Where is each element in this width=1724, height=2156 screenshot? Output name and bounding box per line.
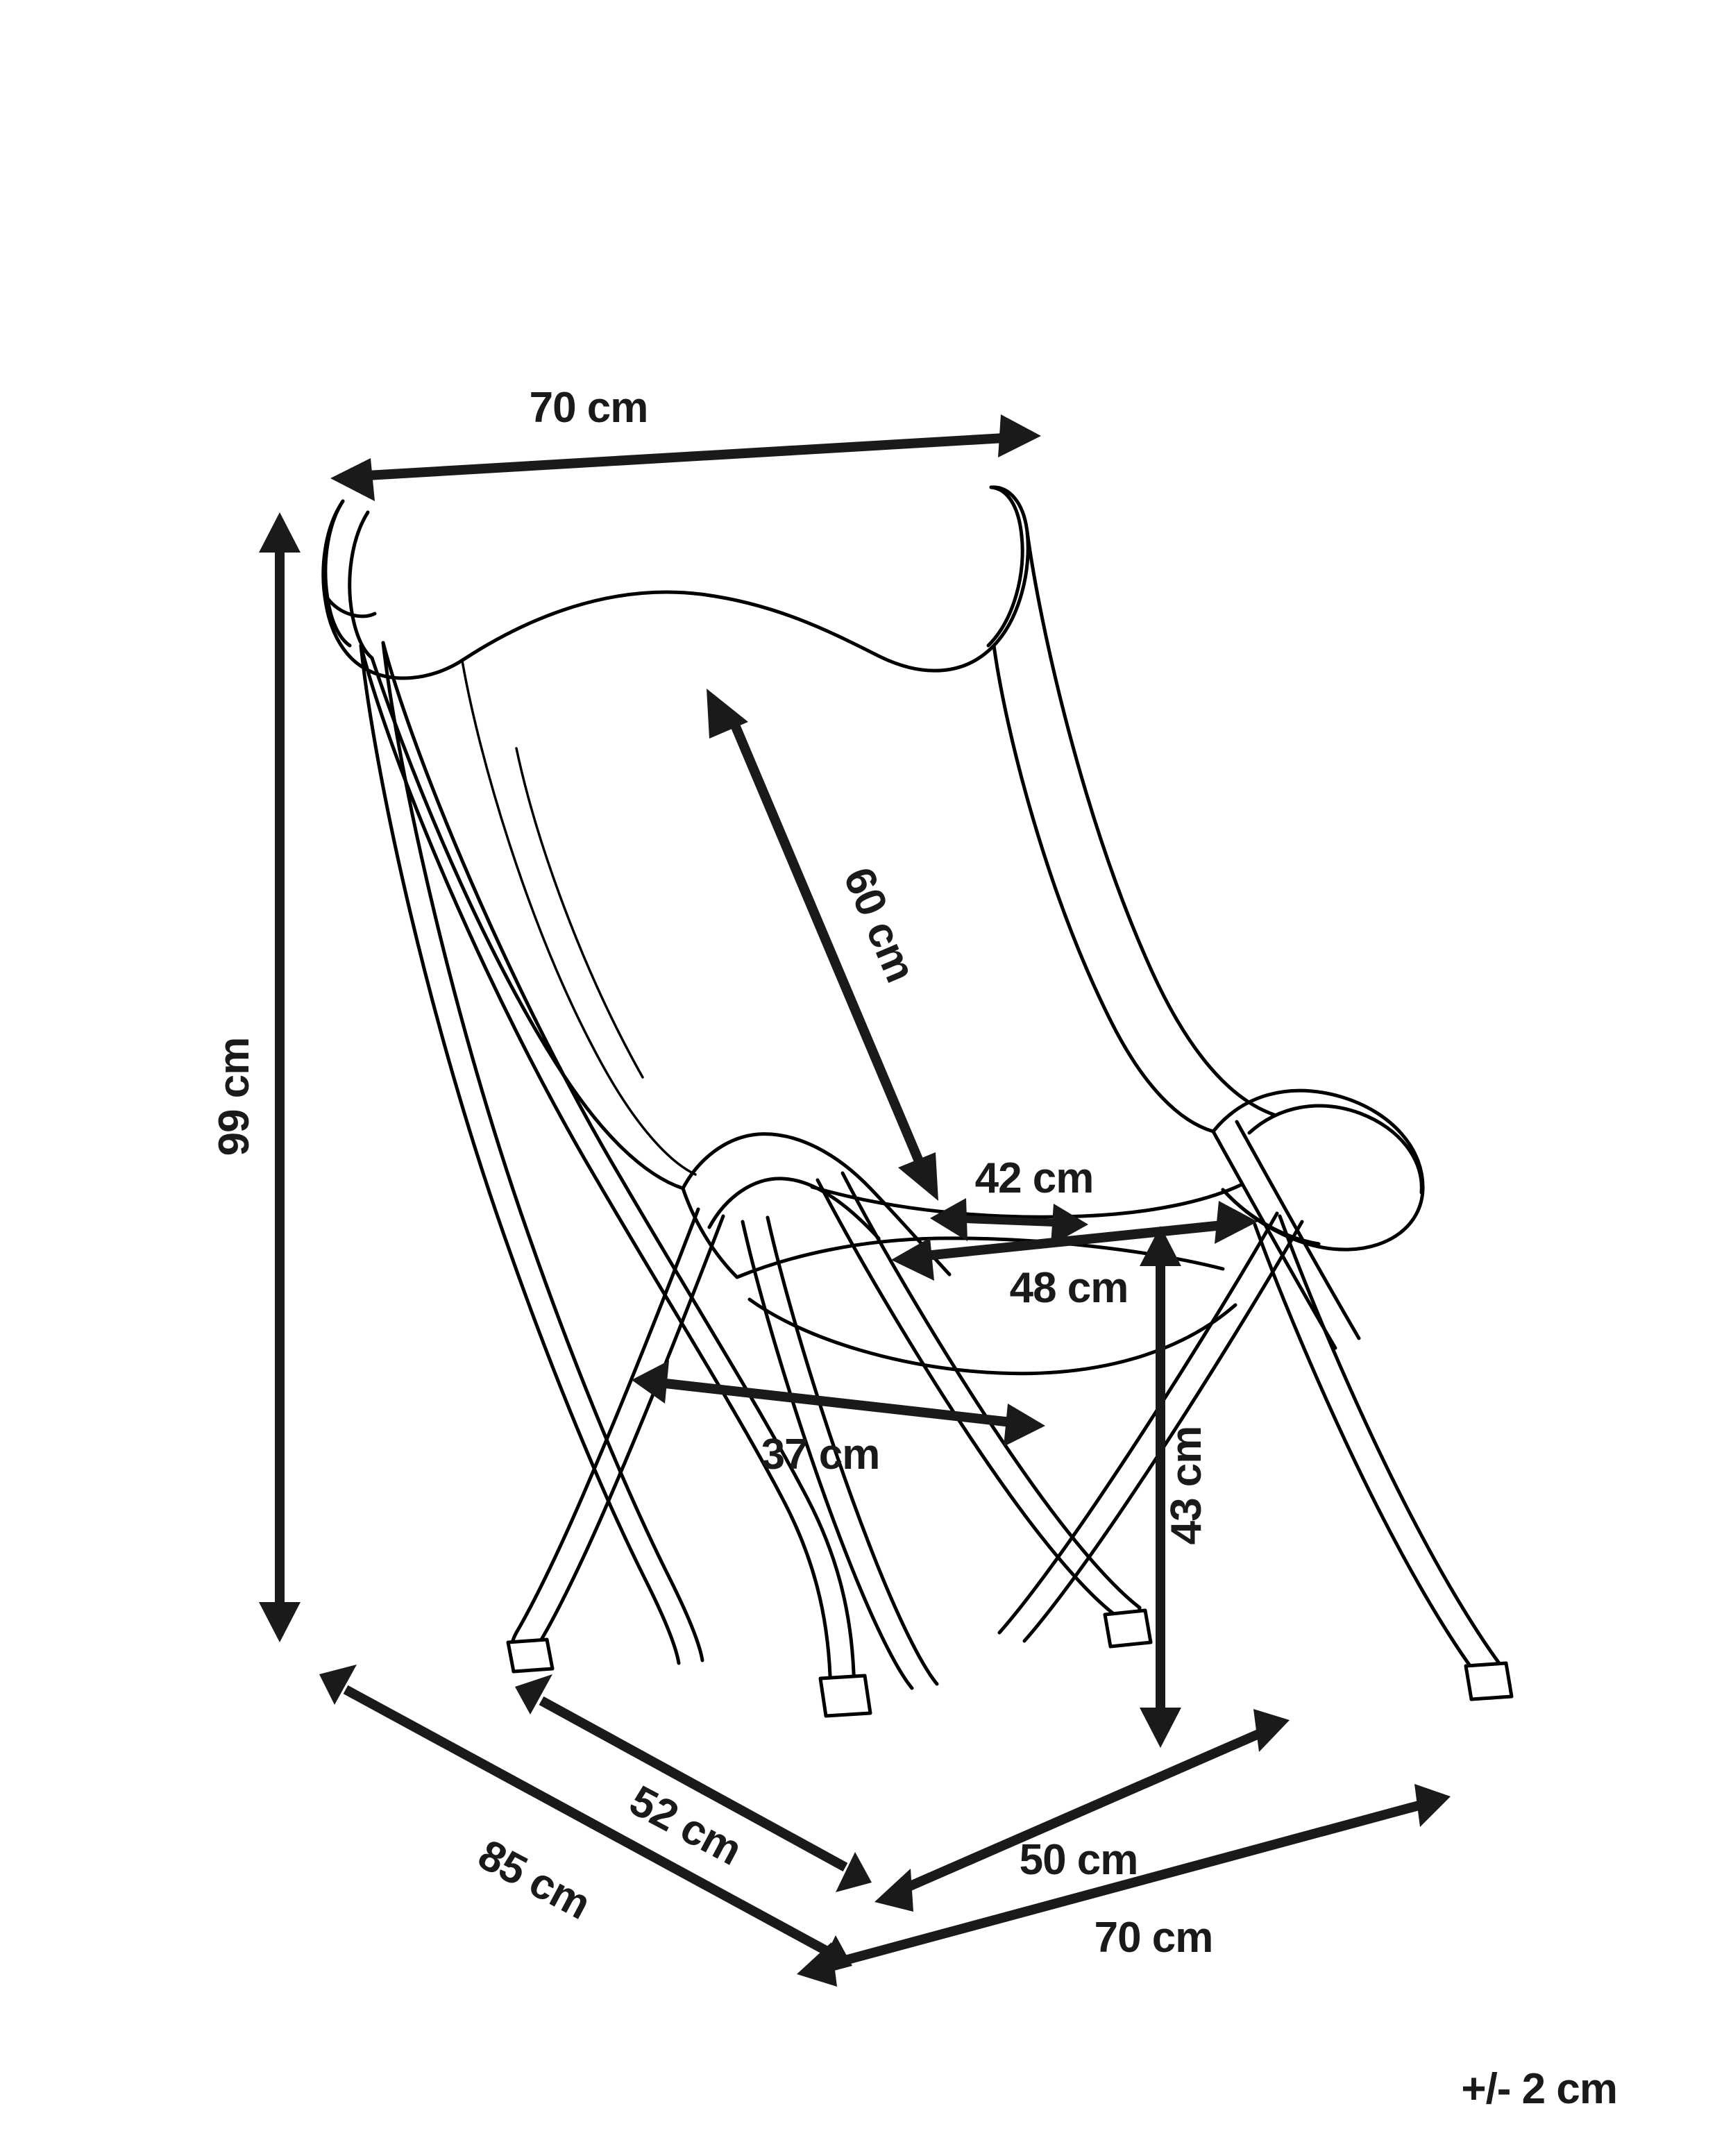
right-ear-inner-fold	[986, 485, 1024, 648]
arrow-head-99-top	[259, 512, 301, 553]
arrow-head-70-base-right	[1414, 1784, 1451, 1827]
arrow-head-42-right	[1051, 1204, 1088, 1245]
foot-front-left	[818, 1674, 872, 1718]
arrow-head-50-left	[874, 1869, 913, 1912]
dim-line-70-top	[355, 432, 1017, 481]
arrow-head-85-upper-left	[319, 1665, 357, 1705]
arrow-head-99-bottom	[259, 1602, 301, 1642]
dimension-base-width-inner: 50 cm	[874, 1709, 1290, 1912]
frame-leg-center-b	[766, 1215, 939, 1686]
sling-left-edge	[370, 656, 685, 1190]
arrow-head-48-left	[891, 1238, 934, 1281]
frame-rod-left-outer-b	[381, 641, 704, 1662]
dimension-overall-width-top: 70 cm	[330, 384, 1041, 501]
dim-label-52: 52 cm	[622, 1776, 749, 1874]
frame-leg-left-front-b	[539, 1214, 725, 1642]
sling-right-edge-inner	[992, 643, 1215, 1134]
dim-line-70-base	[823, 1800, 1423, 1971]
arrow-head-60-top	[707, 689, 748, 739]
dim-line-60	[727, 716, 928, 1173]
dim-label-70-top: 70 cm	[530, 384, 648, 432]
frame-rod-right-rear-a	[1211, 1129, 1337, 1350]
arrow-head-37-left	[632, 1361, 669, 1404]
chair-feet	[506, 1608, 1514, 1718]
frame-rod-rear-left-b	[381, 641, 856, 1675]
dimension-frame-cross-width: 37 cm	[632, 1361, 1045, 1479]
foot-left-outer	[506, 1637, 555, 1674]
arrow-head-48-right	[1215, 1201, 1258, 1244]
chair-metal-frame	[359, 641, 1503, 1714]
dim-line-48	[918, 1220, 1231, 1261]
frame-rod-mid-a	[815, 1178, 1117, 1617]
dimension-seat-height: 43 cm	[1140, 1226, 1210, 1748]
dim-label-50: 50 cm	[1020, 1836, 1138, 1884]
sling-left-crease	[461, 659, 697, 1176]
frame-rod-right-outer-b	[1278, 1214, 1501, 1665]
right-armrest-pocket-inner	[1247, 1104, 1423, 1195]
arrow-head-70-top-left	[330, 458, 375, 501]
left-armrest-pocket-outer	[681, 1132, 952, 1277]
dim-line-50	[900, 1728, 1264, 1894]
arrow-head-43-top	[1140, 1226, 1181, 1266]
arrow-head-52-lower-right	[836, 1852, 872, 1892]
arrow-head-70-top-right	[998, 414, 1041, 457]
dim-line-37	[659, 1378, 1018, 1428]
sling-center-crease	[515, 747, 644, 1079]
dim-label-99: 99 cm	[210, 1038, 258, 1156]
foot-right	[1464, 1661, 1514, 1701]
sling-right-edge	[1025, 530, 1276, 1117]
foot-middle	[1103, 1608, 1153, 1649]
sling-top-outline	[321, 485, 1030, 680]
dim-label-43: 43 cm	[1163, 1426, 1210, 1545]
arrow-head-43-bottom	[1140, 1708, 1181, 1748]
dimension-seat-width: 48 cm	[891, 1201, 1258, 1312]
dimension-overall-height: 99 cm	[210, 512, 301, 1642]
frame-rod-right-inner-b	[1022, 1220, 1304, 1643]
frame-leg-left-front-a	[514, 1207, 700, 1635]
dim-label-48: 48 cm	[1010, 1264, 1129, 1312]
tolerance-note: +/- 2 cm	[1461, 2065, 1617, 2113]
dim-line-42	[956, 1215, 1064, 1227]
frame-rod-right-inner-a	[997, 1211, 1279, 1635]
frame-rod-mid-b	[840, 1171, 1142, 1610]
arrow-head-52-upper-left	[515, 1674, 552, 1715]
dim-label-37: 37 cm	[761, 1431, 880, 1479]
dim-label-60: 60 cm	[834, 861, 924, 988]
frame-leg-center-a	[741, 1220, 914, 1690]
left-ear-pocket-bottom	[326, 596, 377, 618]
dim-label-85: 85 cm	[471, 1830, 598, 1928]
frame-rod-left-outer-a	[359, 643, 681, 1665]
arrow-head-70-base-left	[797, 1942, 837, 1987]
dim-line-85	[343, 1685, 829, 1955]
left-armrest-underside	[681, 1186, 739, 1279]
arrow-head-42-left	[930, 1198, 967, 1241]
dim-label-70-base: 70 cm	[1095, 1914, 1213, 1962]
arrow-head-37-right	[1004, 1404, 1045, 1447]
arrow-head-60-bottom	[898, 1152, 938, 1201]
frame-rod-rear-left-a	[359, 643, 832, 1678]
arrow-head-50-right	[1253, 1709, 1290, 1752]
dimension-base-width-outer: 70 cm	[797, 1784, 1451, 1987]
dimension-seat-depth: 42 cm	[930, 1154, 1094, 1245]
seat-front-sag-lower	[747, 1297, 1237, 1376]
frame-rod-right-outer-a	[1253, 1222, 1476, 1674]
left-ear-inner-fold	[323, 499, 352, 648]
dimension-backrest-diagonal: 60 cm	[707, 689, 938, 1201]
left-ear-pocket-edge	[348, 510, 374, 660]
frame-rod-right-rear-b	[1235, 1120, 1361, 1340]
dimension-base-depth-outer: 85 cm	[319, 1665, 852, 1976]
dim-line-52	[539, 1696, 848, 1872]
left-armrest-pocket-inner	[707, 1177, 881, 1240]
dimension-base-depth-inner: 52 cm	[515, 1674, 872, 1892]
dim-label-42: 42 cm	[975, 1154, 1094, 1202]
